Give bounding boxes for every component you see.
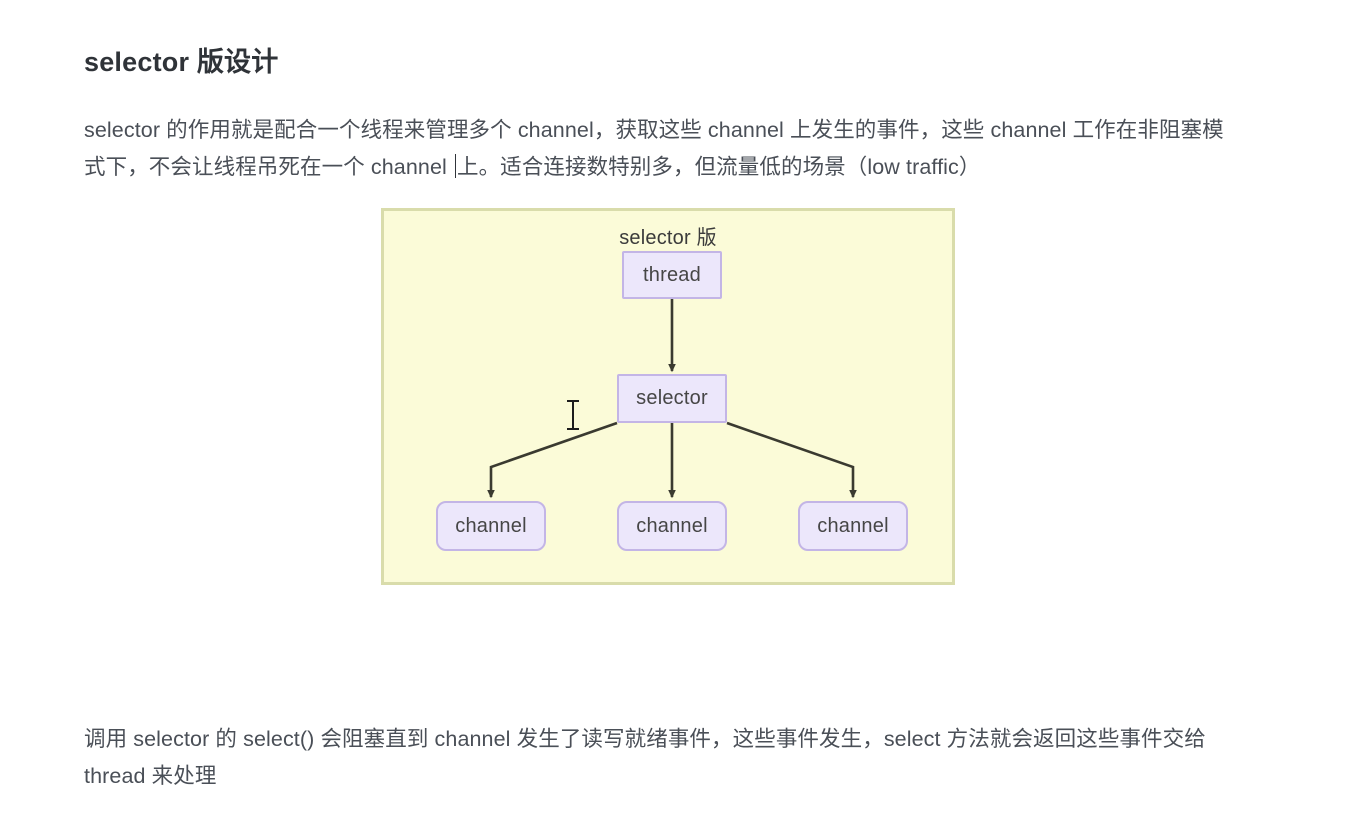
diagram-node-channel-1[interactable]: channel [436,501,546,551]
diagram-title: selector 版 [619,227,717,249]
selector-architecture-diagram: selector 版 thread selector channel chann… [381,208,955,585]
intro-paragraph: selector 的作用就是配合一个线程来管理多个 channel，获取这些 c… [84,112,1244,186]
page-title: selector 版设计 [84,47,279,78]
intro-paragraph-text-before-caret: selector 的作用就是配合一个线程来管理多个 channel，获取这些 c… [84,117,1224,179]
diagram-node-thread[interactable]: thread [622,251,722,299]
diagram-node-channel-3[interactable]: channel [798,501,908,551]
ibeam-bottom-bar [567,428,579,430]
text-cursor-icon [566,398,580,432]
text-insertion-caret [454,153,456,178]
ibeam-stem [572,401,574,429]
diagram-node-channel-2[interactable]: channel [617,501,727,551]
outro-paragraph: 调用 selector 的 select() 会阻塞直到 channel 发生了… [84,726,1206,788]
edge-selector-to-channel-3 [726,421,857,499]
diagram-node-selector[interactable]: selector [617,374,727,423]
edge-selector-to-channel-1 [487,421,618,499]
intro-paragraph-text-after-caret: 上。适合连接数特别多，但流量低的场景（low traffic） [456,154,981,179]
